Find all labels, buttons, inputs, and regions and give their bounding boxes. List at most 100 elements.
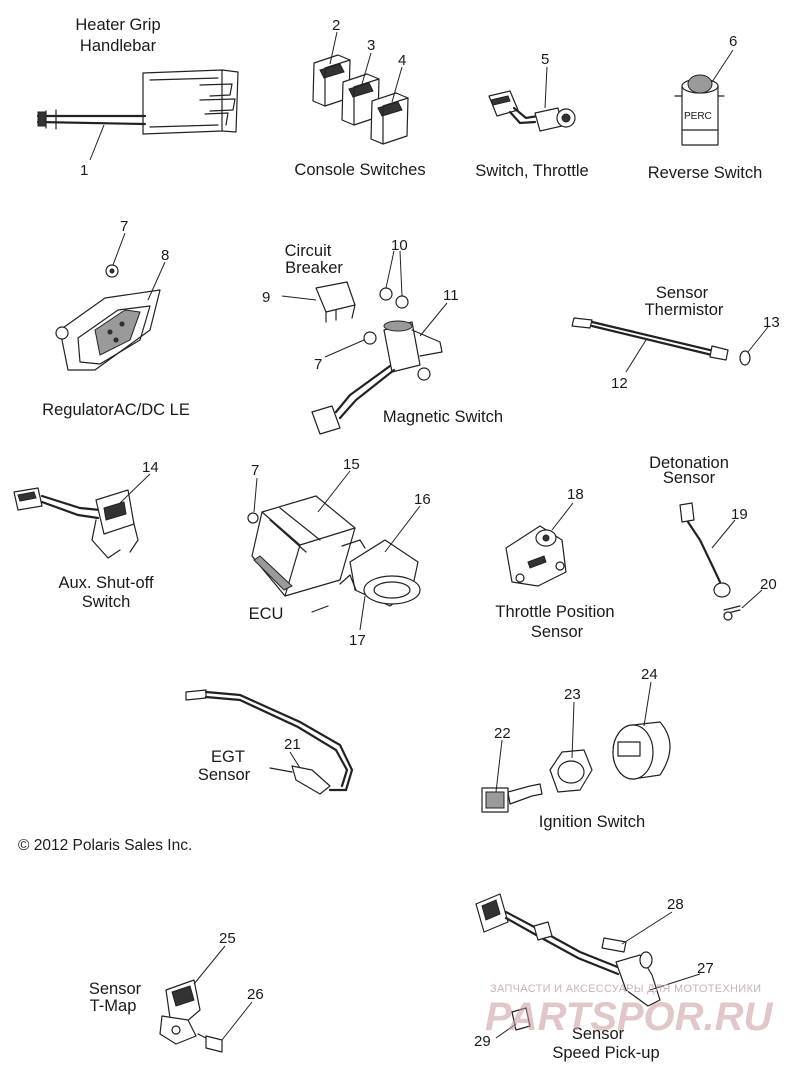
label-aux-shutoff: Aux. Shut-off: [58, 574, 154, 592]
leader-23: [571, 701, 575, 759]
callout-13: 13: [763, 314, 780, 331]
label-regulator: RegulatorAC/DC LE: [42, 401, 190, 419]
label-sensor-thermistor-1: Sensor: [656, 284, 709, 302]
ecu-illustration: [247, 495, 421, 613]
label-breaker: Breaker: [285, 259, 343, 277]
label-sensor-thermistor-2: Thermistor: [645, 301, 724, 319]
label-throttle-position-sensor: Sensor: [531, 623, 584, 641]
reverse-switch-illustration: PERC: [674, 74, 725, 146]
label-ecu: ECU: [249, 605, 284, 623]
egt-sensor-illustration: [185, 689, 354, 795]
callout-14: 14: [142, 459, 159, 476]
watermark-tagline: ЗАПЧАСТИ И АКСЕССУАРЫ ДЛЯ МОТОТЕХНИКИ: [490, 983, 761, 995]
detonation-sensor-illustration: [679, 502, 741, 621]
callout-4: 4: [398, 52, 406, 69]
callout-21: 21: [284, 736, 301, 753]
leader-4: [391, 66, 403, 103]
label-ignition-switch: Ignition Switch: [539, 813, 645, 831]
label-sensor-tmap-1: Sensor: [89, 980, 142, 998]
callout-6: 6: [729, 33, 737, 50]
throttle-switch-illustration: [488, 90, 576, 132]
sensor-thermistor-illustration: [571, 317, 751, 366]
callout-19: 19: [731, 506, 748, 523]
callout-10: 10: [391, 237, 408, 254]
heater-grip-illustration: [36, 69, 239, 135]
callout-27: 27: [697, 960, 714, 977]
callout-20: 20: [760, 576, 777, 593]
leader-21: [289, 751, 301, 769]
label-speed-pickup-2: Speed Pick-up: [552, 1044, 659, 1062]
label-console-switches: Console Switches: [294, 161, 425, 179]
magnetic-switch-illustration: [311, 287, 443, 435]
callout-7a: 7: [120, 218, 128, 235]
callout-29: 29: [474, 1033, 491, 1050]
ignition-switch-illustration: [481, 721, 671, 813]
leader-26: [221, 1001, 253, 1041]
label-reverse-switch: Reverse Switch: [648, 164, 763, 182]
label-switch-throttle: Switch, Throttle: [475, 162, 588, 180]
label-sensor-tmap-2: T-Map: [90, 997, 137, 1015]
leader-13: [747, 326, 769, 353]
callout-23: 23: [564, 686, 581, 703]
aux-shutoff-switch-illustration: [13, 487, 139, 559]
leader-18: [551, 502, 574, 531]
callout-1: 1: [80, 162, 88, 179]
reverse-switch-marking: PERC: [684, 111, 712, 122]
leader-8: [147, 261, 166, 301]
sensor-tmap-illustration: [159, 979, 223, 1053]
leader-14: [119, 473, 151, 504]
leader-29: [495, 1023, 517, 1039]
callout-7c: 7: [251, 462, 259, 479]
leader-7a: [112, 232, 126, 266]
leader-28: [621, 911, 673, 945]
callout-5: 5: [541, 51, 549, 68]
label-handlebar: Handlebar: [80, 37, 157, 55]
watermark-logo: PARTSPOR.RU: [485, 995, 774, 1039]
leader-1: [89, 124, 105, 161]
leader-16: [384, 505, 421, 553]
callout-11: 11: [443, 287, 459, 304]
leader-2: [329, 31, 338, 65]
leader-12: [625, 339, 647, 373]
label-detonation-sensor: Sensor: [663, 469, 716, 487]
callout-9: 9: [262, 289, 270, 306]
leader-3: [361, 52, 372, 85]
regulator-illustration: [55, 264, 161, 371]
label-egt: EGT: [211, 748, 245, 766]
callout-28: 28: [667, 896, 684, 913]
circuit-breaker-illustration: [315, 281, 356, 323]
callout-24: 24: [641, 666, 658, 683]
label-circuit: Circuit: [285, 242, 332, 260]
label-egt-sensor: Sensor: [198, 766, 251, 784]
callout-25: 25: [219, 930, 236, 947]
callout-26: 26: [247, 986, 264, 1003]
label-detonation: Detonation: [649, 454, 729, 472]
copyright-notice: © 2012 Polaris Sales Inc.: [18, 837, 192, 854]
leader-10: [385, 250, 403, 297]
leader-17: [359, 595, 366, 631]
throttle-position-sensor-illustration: [505, 525, 567, 587]
leader-20: [741, 589, 763, 609]
leader-6: [711, 49, 734, 83]
label-speed-pickup-1: Sensor: [572, 1025, 625, 1043]
callout-22: 22: [494, 725, 511, 742]
label-aux-shutoff-switch: Switch: [82, 593, 131, 611]
callout-18: 18: [567, 486, 584, 503]
leader-24: [643, 681, 652, 727]
leader-11: [419, 302, 448, 337]
leader-7b: [324, 339, 365, 358]
callout-15: 15: [343, 456, 360, 473]
label-throttle-position: Throttle Position: [495, 603, 614, 621]
callout-3: 3: [367, 37, 375, 54]
leader-27: [649, 973, 701, 991]
leader-22: [495, 739, 503, 793]
label-heater-grip: Heater Grip: [75, 16, 160, 34]
leader-9: [281, 295, 317, 301]
leader-5: [544, 66, 548, 109]
speed-pickup-sensor-illustration: [475, 893, 661, 1031]
callout-16: 16: [414, 491, 431, 508]
leader-7c: [253, 477, 258, 513]
callout-17: 17: [349, 632, 366, 649]
callout-7b: 7: [314, 356, 322, 373]
